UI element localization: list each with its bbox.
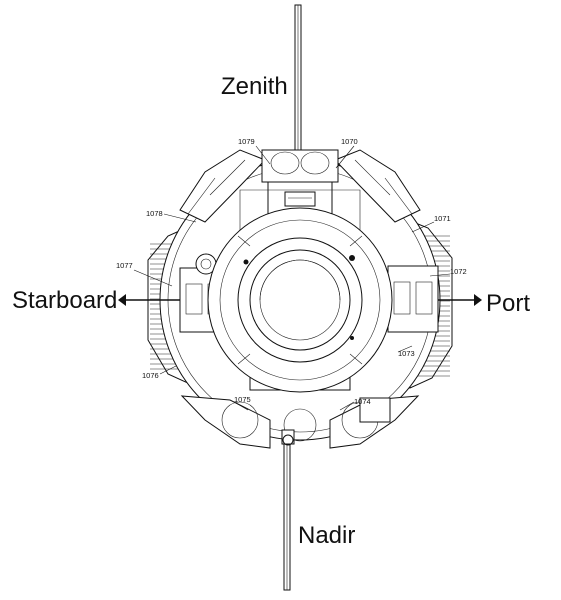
callout-1078: 1078 [146, 209, 163, 218]
port-mechanism [387, 265, 482, 333]
zenith-mast [294, 4, 302, 166]
docking-ring [207, 207, 393, 393]
nadir-label: Nadir [298, 522, 355, 549]
callout-1071: 1071 [434, 214, 451, 223]
nadir-mast [283, 439, 291, 591]
port-label: Port [486, 290, 530, 317]
callout-1079: 1079 [238, 137, 255, 146]
callout-1072: 1072 [450, 267, 467, 276]
callout-1076: 1076 [142, 371, 159, 380]
callout-1077: 1077 [116, 261, 133, 270]
callout-1074: 1074 [354, 397, 371, 406]
callout-1073: 1073 [398, 349, 415, 358]
starboard-label: Starboard [12, 287, 117, 314]
part-callouts: 1070 1071 1072 1073 1074 1075 1076 1077 … [116, 137, 467, 411]
callout-1070: 1070 [341, 137, 358, 146]
top-equipment-bay [179, 149, 421, 233]
callout-1075: 1075 [234, 395, 251, 404]
zenith-label: Zenith [221, 73, 288, 100]
